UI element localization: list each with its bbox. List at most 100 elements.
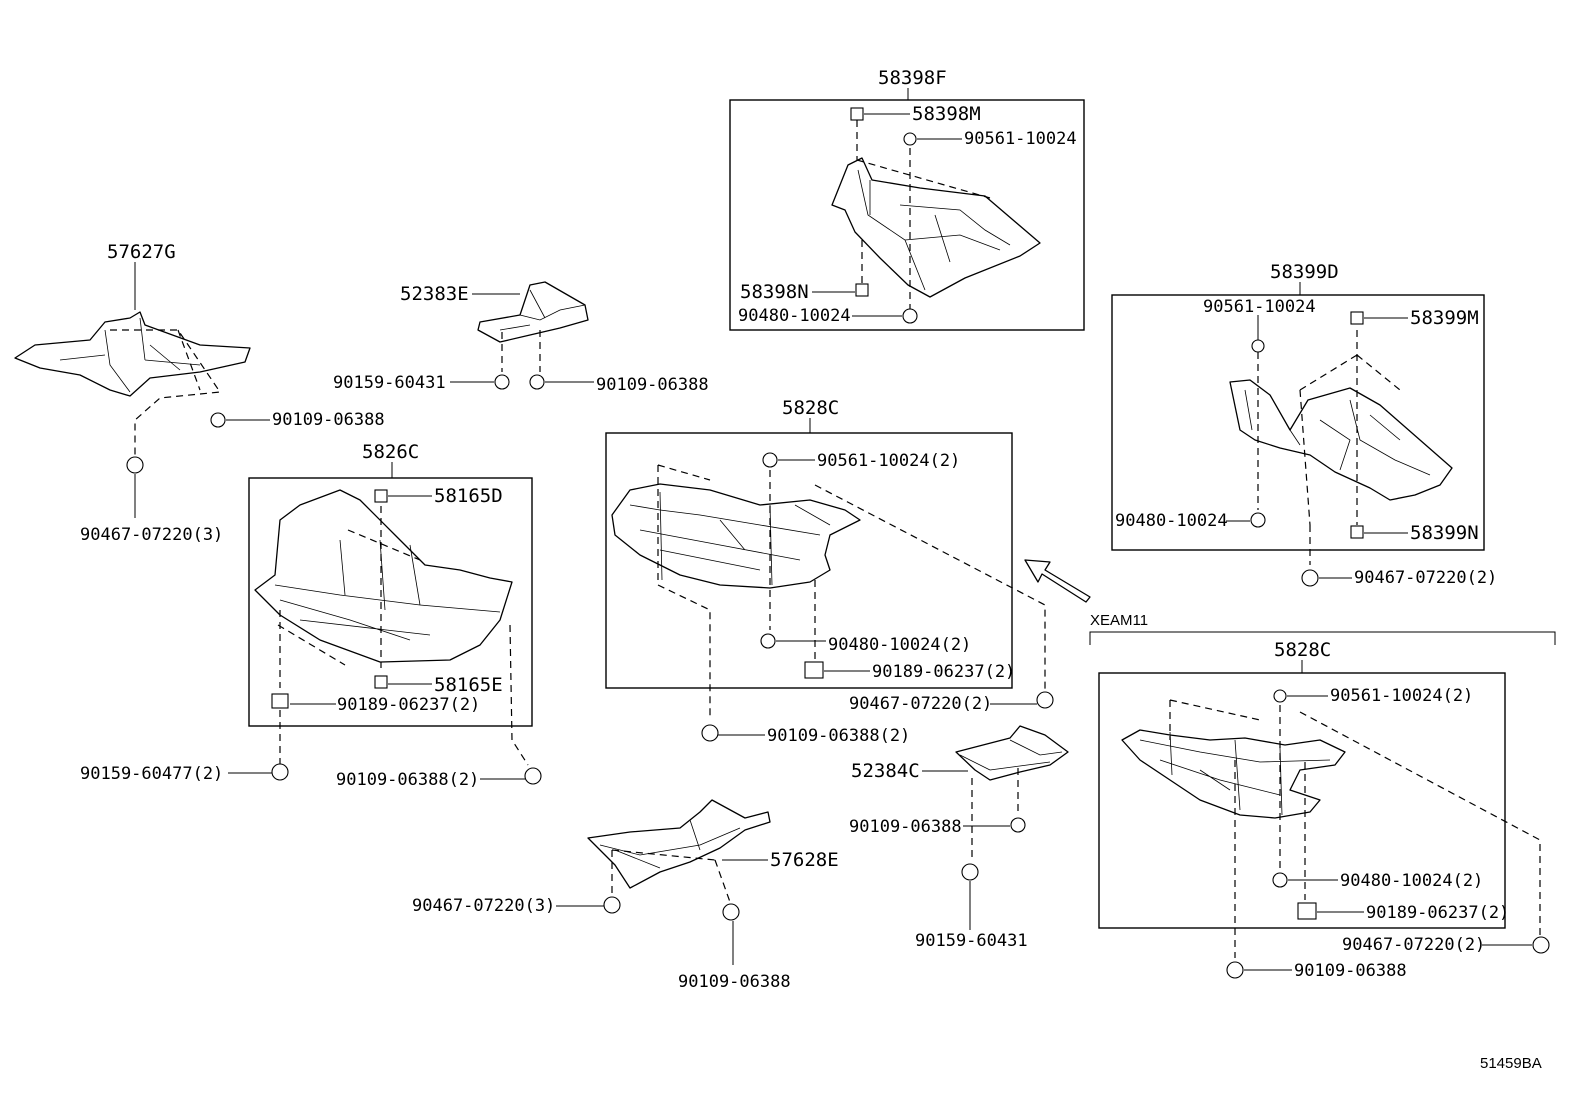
label-5828b-90109[interactable]: 90109-06388	[1294, 961, 1407, 981]
label-58398-90561[interactable]: 90561-10024	[964, 129, 1077, 149]
label-58398M[interactable]: 58398M	[912, 103, 981, 125]
label-52383E[interactable]: 52383E	[400, 283, 469, 305]
label-57627-90467[interactable]: 90467-07220(3)	[80, 525, 223, 545]
fastener-5826-90109[interactable]	[524, 767, 542, 785]
group-57627G: 57627G 90109-06388 90467-07220(3)	[14, 241, 385, 545]
label-58165D[interactable]: 58165D	[434, 485, 503, 507]
box-58399D	[1111, 294, 1485, 551]
fastener-5826-90159[interactable]	[271, 763, 289, 781]
fastener-58399-90561[interactable]	[1251, 339, 1265, 353]
label-52383-90109[interactable]: 90109-06388	[596, 375, 709, 395]
label-57627G[interactable]: 57627G	[107, 241, 176, 263]
label-5828a-90189[interactable]: 90189-06237(2)	[872, 662, 1015, 682]
fastener-57628-90109[interactable]	[722, 903, 740, 921]
arrow-icon	[1024, 559, 1091, 603]
part-5828C-b-cover[interactable]	[1121, 729, 1346, 819]
label-5828b-90467[interactable]: 90467-07220(2)	[1342, 935, 1485, 955]
fastener-57628-90467[interactable]	[603, 896, 621, 914]
label-5828a-90109[interactable]: 90109-06388(2)	[767, 726, 910, 746]
fastener-57627-90109[interactable]	[210, 412, 226, 428]
label-58398N[interactable]: 58398N	[740, 281, 809, 303]
label-5826-90189[interactable]: 90189-06237(2)	[337, 695, 480, 715]
label-57628-90467[interactable]: 90467-07220(3)	[412, 896, 555, 916]
variant-xeam11: XEAM11	[1089, 612, 1556, 645]
label-xeam11[interactable]: XEAM11	[1090, 612, 1148, 629]
group-52384C: 52384C 90109-06388 90159-60431	[849, 725, 1069, 951]
fastener-5828b-90109[interactable]	[1226, 961, 1244, 979]
group-52383E: 52383E 90159-60431 90109-06388	[333, 281, 709, 395]
part-52383E-bracket[interactable]	[477, 281, 589, 343]
label-5828a-90480[interactable]: 90480-10024(2)	[828, 635, 971, 655]
part-5826C-cover[interactable]	[254, 489, 513, 663]
fastener-5828a-90189[interactable]	[804, 661, 824, 679]
fastener-58165E[interactable]	[374, 675, 388, 689]
fastener-5828b-90480[interactable]	[1272, 872, 1288, 888]
diagram-code: 51459BA	[1480, 1055, 1542, 1072]
group-57628E: 57628E 90467-07220(3) 90109-06388	[412, 799, 839, 992]
label-58399N[interactable]: 58399N	[1410, 522, 1479, 544]
label-58399-90467[interactable]: 90467-07220(2)	[1354, 568, 1497, 588]
label-5826C[interactable]: 5826C	[362, 441, 419, 463]
group-5828C-a: 5828C 90561-10024(2) 90480-10024(2) 9018…	[605, 397, 1054, 746]
fastener-5828a-90109[interactable]	[701, 724, 719, 742]
label-52383-90159[interactable]: 90159-60431	[333, 373, 446, 393]
fastener-58398M[interactable]	[850, 107, 864, 121]
fastener-5828b-90467[interactable]	[1532, 936, 1550, 954]
box-5828C-b	[1098, 672, 1506, 929]
label-57627-90109[interactable]: 90109-06388	[272, 410, 385, 430]
group-58399D: 58399D 90561-10024 58399M 90480-10024 58…	[1111, 261, 1497, 588]
fastener-5828b-90189[interactable]	[1297, 902, 1317, 920]
label-5828b-90189[interactable]: 90189-06237(2)	[1366, 903, 1509, 923]
fastener-58399M[interactable]	[1350, 311, 1364, 325]
label-58399M[interactable]: 58399M	[1410, 307, 1479, 329]
fastener-90561[interactable]	[903, 132, 917, 146]
part-58398F-shield[interactable]	[831, 157, 1041, 298]
label-58398-90480[interactable]: 90480-10024	[738, 306, 851, 326]
label-5826-90159[interactable]: 90159-60477(2)	[80, 764, 223, 784]
label-58399-90480[interactable]: 90480-10024	[1115, 511, 1228, 531]
label-5828a-90467[interactable]: 90467-07220(2)	[849, 694, 992, 714]
fastener-57627-90467[interactable]	[126, 456, 144, 474]
fastener-5828b-90561[interactable]	[1273, 689, 1287, 703]
label-5828C-b[interactable]: 5828C	[1274, 639, 1331, 661]
box-5826C	[248, 477, 533, 727]
label-58398F[interactable]: 58398F	[878, 67, 947, 89]
label-58165E[interactable]: 58165E	[434, 674, 503, 696]
part-5828C-a-cover[interactable]	[611, 483, 861, 589]
label-57628-90109[interactable]: 90109-06388	[678, 972, 791, 992]
fastener-52384-90159[interactable]	[961, 863, 979, 881]
fastener-58165D[interactable]	[374, 489, 388, 503]
group-5828C-b: 5828C 90561-10024(2) 90480-10024(2) 9018…	[1098, 639, 1550, 981]
fastener-52383-90159[interactable]	[494, 374, 510, 390]
label-5826-90109[interactable]: 90109-06388(2)	[336, 770, 479, 790]
fastener-52384-90109[interactable]	[1010, 817, 1026, 833]
fastener-5828a-90561[interactable]	[762, 452, 778, 468]
label-5828C-a[interactable]: 5828C	[782, 397, 839, 419]
fastener-58399-90467[interactable]	[1301, 569, 1319, 587]
fastener-5828a-90467[interactable]	[1036, 691, 1054, 709]
box-5828C-a	[605, 432, 1013, 689]
part-58399D-shield[interactable]	[1229, 379, 1453, 501]
group-58398F: 58398F 58398M 90561-10024 58398N 90480-1…	[729, 67, 1085, 331]
fastener-52383-90109[interactable]	[529, 374, 545, 390]
fastener-58399-90480[interactable]	[1250, 512, 1266, 528]
label-57628E[interactable]: 57628E	[770, 849, 839, 871]
fastener-5826-90189[interactable]	[271, 693, 289, 709]
label-5828b-90561[interactable]: 90561-10024(2)	[1330, 686, 1473, 706]
fastener-58398N[interactable]	[855, 283, 869, 297]
label-58399-90561[interactable]: 90561-10024	[1203, 297, 1316, 317]
box-58398F	[729, 99, 1085, 331]
part-57628E-cover[interactable]	[587, 799, 771, 889]
fastener-5828a-90480[interactable]	[760, 633, 776, 649]
label-5828b-90480[interactable]: 90480-10024(2)	[1340, 871, 1483, 891]
label-52384-90159[interactable]: 90159-60431	[915, 931, 1028, 951]
label-5828a-90561[interactable]: 90561-10024(2)	[817, 451, 960, 471]
label-52384C[interactable]: 52384C	[851, 760, 920, 782]
fastener-90480[interactable]	[902, 308, 918, 324]
fastener-58399N[interactable]	[1350, 525, 1364, 539]
label-58399D[interactable]: 58399D	[1270, 261, 1339, 283]
label-52384-90109[interactable]: 90109-06388	[849, 817, 962, 837]
part-52384C-bracket[interactable]	[955, 725, 1069, 781]
part-57627G-cover[interactable]	[14, 311, 251, 397]
